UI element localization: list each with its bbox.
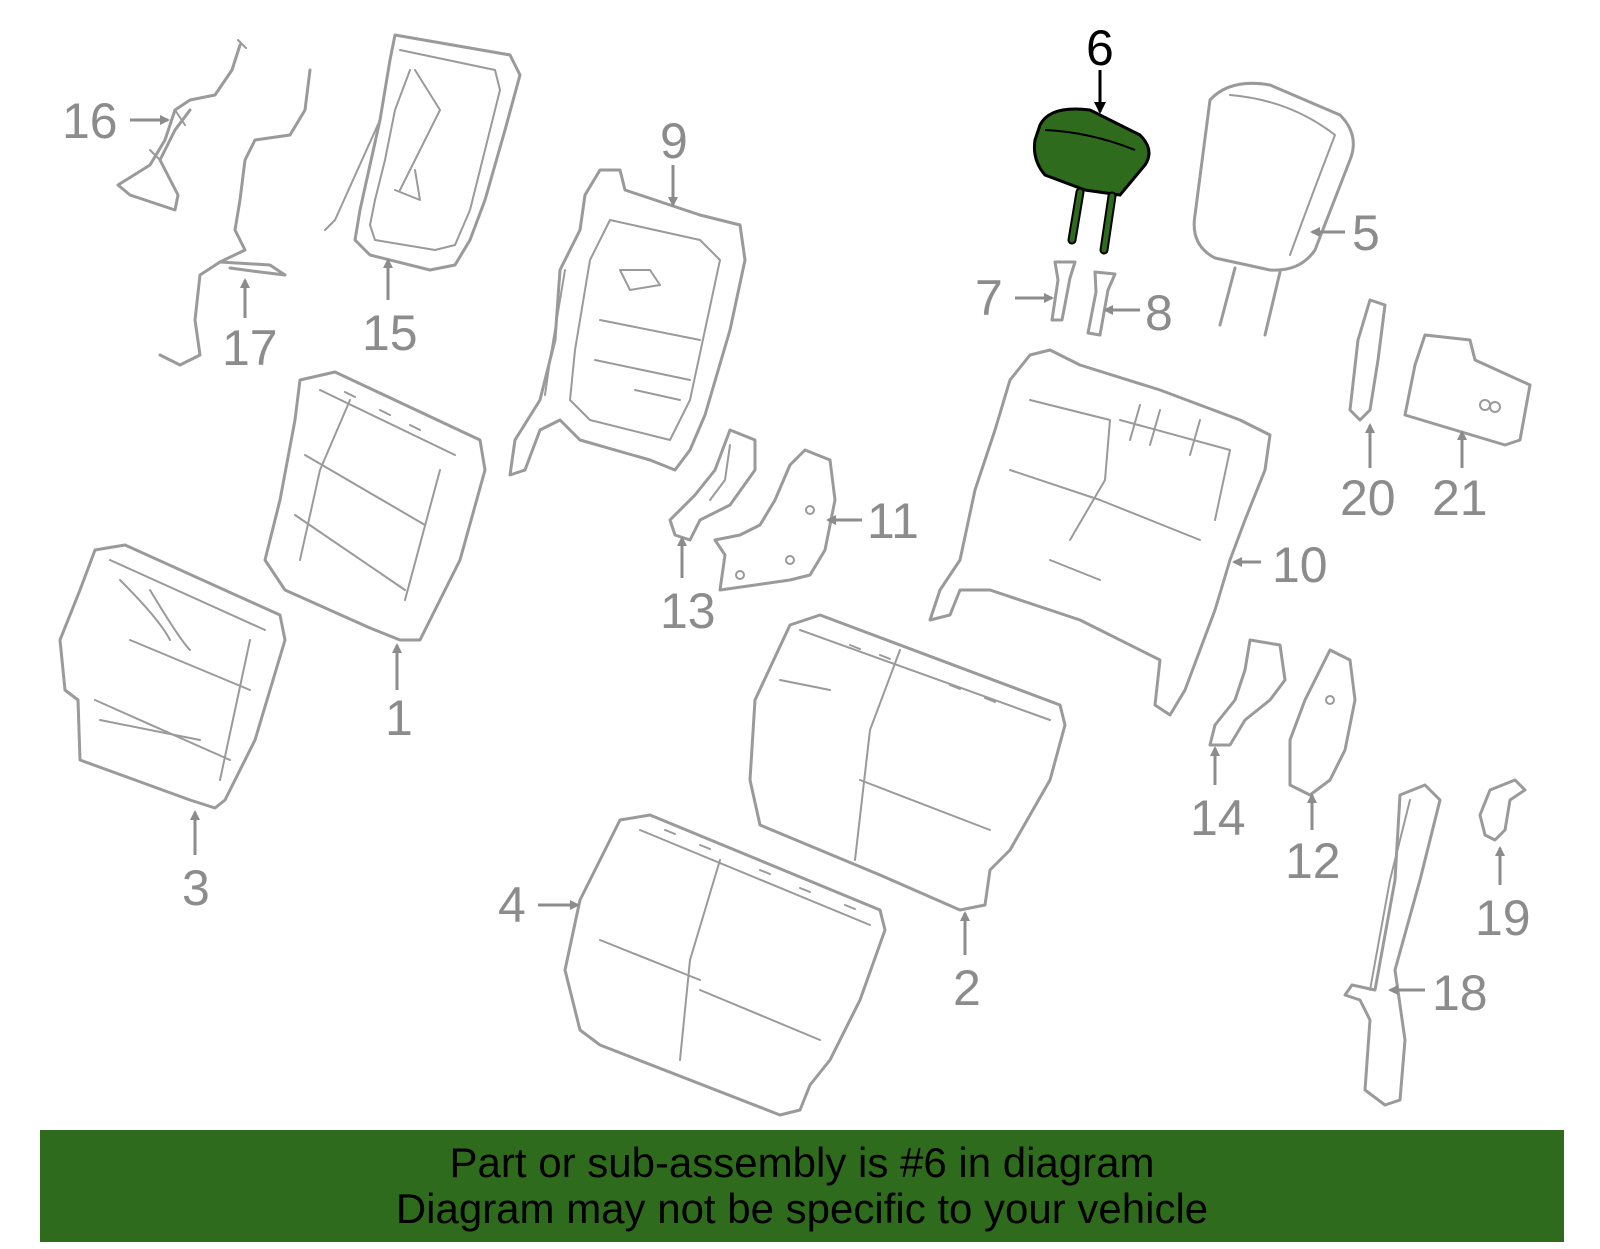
callout-13: 13 [660,583,716,639]
callout-7: 7 [975,270,1003,326]
callout-3: 3 [182,860,210,916]
part-4-seat-cushion [563,813,887,1117]
callout-6-highlighted: 6 [1086,20,1114,76]
callout-4: 4 [498,877,526,933]
callout-16: 16 [62,93,118,149]
callout-1: 1 [385,690,413,746]
callout-10: 10 [1272,537,1328,593]
callout-17: 17 [222,320,278,376]
callout-12: 12 [1285,833,1341,889]
banner-line-1: Part or sub-assembly is #6 in diagram [449,1139,1155,1186]
part-6-headrest-highlighted[interactable] [1033,107,1151,255]
part-15-wire-frame [324,33,522,272]
callout-18: 18 [1432,965,1488,1021]
callout-15: 15 [362,305,418,361]
part-18-strap [1343,783,1442,1107]
leader-lines [130,70,1505,995]
part-8-guide [1086,270,1117,337]
part-13-bracket [668,428,757,542]
callout-2: 2 [953,960,981,1016]
part-5-headrest [1192,81,1355,337]
callout-11: 11 [867,493,919,549]
part-12-bracket [1288,648,1357,797]
callout-20: 20 [1340,470,1396,526]
part-14-bracket [1208,638,1287,747]
part-16-cable [116,39,247,212]
part-7-guide [1050,260,1077,322]
callout-9: 9 [660,113,688,169]
part-11-bracket [713,448,837,592]
part-19-clip [1478,778,1527,842]
part-10-seatback-frame [928,348,1272,717]
part-20-trim [1348,298,1387,422]
part-17-cable [158,68,312,367]
info-banner: Part or sub-assembly is #6 in diagram Di… [40,1130,1564,1242]
callout-14: 14 [1190,790,1246,846]
callout-5: 5 [1352,205,1380,261]
callout-19: 19 [1475,890,1531,946]
part-21-cover [1403,333,1532,447]
callout-8: 8 [1145,285,1173,341]
callout-labels: 1 2 3 4 5 6 7 8 9 10 11 12 13 14 15 16 1… [62,20,1531,1021]
part-1-seatback-cushion [263,370,487,642]
part-3-seat-cushion [58,543,287,810]
part-2-seatback-cushion [748,613,1067,912]
banner-line-2: Diagram may not be specific to your vehi… [395,1185,1209,1232]
callout-21: 21 [1432,470,1488,526]
part-9-seatback-frame [508,168,747,477]
